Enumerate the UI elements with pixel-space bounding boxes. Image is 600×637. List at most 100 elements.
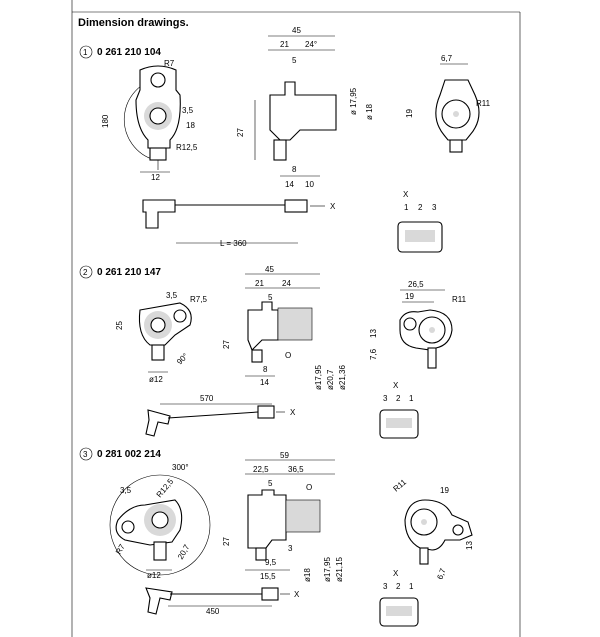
dim-left: 22,5 [253, 465, 269, 474]
variant-2-part-number: 0 261 210 147 [97, 267, 161, 278]
variant-1-index-circle [79, 45, 93, 59]
dim-b14: 14 [285, 180, 294, 189]
variant-3-part-number: 0 281 002 214 [97, 449, 161, 460]
lead-exit [427, 347, 437, 369]
connector-label: X [393, 569, 399, 578]
dim-mid: 36,5 [288, 465, 304, 474]
pin-label-1: 1 [404, 203, 409, 212]
sensor-side-small [145, 409, 171, 437]
dim-r7: R7 [164, 59, 175, 68]
dim-dia1: ø17,95 [314, 365, 323, 390]
lead-exit [449, 139, 463, 153]
pin-label-3: 3 [383, 394, 388, 403]
cable-x-label: X [330, 202, 336, 211]
lead-exit [149, 147, 167, 161]
cable [167, 411, 259, 419]
variant-3-connector: X 3 2 1 [379, 569, 419, 627]
cable-x-label: X [290, 408, 296, 417]
dim-left: 21 [280, 40, 289, 49]
dim-r11: R11 [476, 99, 491, 108]
dim-b8: 8 [292, 165, 297, 174]
mount-hole [403, 317, 417, 331]
connector-label: X [393, 381, 399, 390]
connector-label: X [403, 190, 409, 199]
sensor-barrel [286, 500, 320, 532]
sensor-housing [247, 301, 279, 351]
variant-3: 3 0 281 002 214 ø12 300° 3,5 R12,5 R7 20… [79, 447, 474, 627]
dim-five: 5 [292, 56, 297, 65]
lead-exit [255, 547, 267, 561]
variant-3-right-view: R11 19 13 6,7 [392, 477, 474, 580]
variant-3-front-view: ø12 300° 3,5 R12,5 R7 20,7 [109, 463, 211, 580]
dim-w12: 12 [151, 173, 160, 182]
pin-label-1: 1 [409, 582, 414, 591]
dim-angle: 24° [305, 40, 317, 49]
pin-label-2: 2 [418, 203, 423, 212]
dim-dia2: ø20,7 [326, 369, 335, 390]
dim-w19: 19 [440, 486, 449, 495]
variant-3-index: 3 [83, 450, 88, 459]
variant-2-right-view: 26,5 19 R11 13 7,6 [369, 280, 467, 369]
o-label: O [306, 483, 312, 492]
dim-w12: ø12 [147, 571, 161, 580]
angle-circle [109, 474, 211, 576]
pin-label-2: 2 [396, 394, 401, 403]
dim-b95: 9,5 [265, 558, 277, 567]
connector-plug [257, 405, 275, 419]
dim-cable-len: 570 [200, 394, 214, 403]
variant-2-front-view: ø12 3,5 R7,5 25 90° [115, 291, 207, 384]
connector-plug [284, 199, 308, 213]
variant-3-side-view: 59 22,5 36,5 5 O 27 3 9,5 15,5 ø18 ø17,9… [222, 451, 344, 582]
cable-x-label: X [294, 590, 300, 599]
page-title: Dimension drawings. [78, 17, 189, 29]
dim-h76: 7,6 [369, 348, 378, 360]
dim-r18: 18 [186, 121, 195, 130]
variant-1-cable-view: X L = 360 [142, 199, 336, 248]
dim-h67: 6,7 [435, 567, 447, 581]
variant-1: 1 0 261 210 104 12 R7 3,5 18 R12,5 180 4… [79, 26, 491, 253]
sensor-side-small [145, 587, 173, 615]
variant-1-connector: X 1 2 3 [397, 190, 443, 253]
dim-r125: R12,5 [155, 477, 176, 500]
mount-hole [121, 520, 135, 534]
dim-right-top: 6,7 [441, 54, 453, 63]
dim-five: 5 [268, 293, 273, 302]
dim-w12: ø12 [149, 375, 163, 384]
dim-dia2: ø21,15 [335, 557, 344, 582]
sensor-core [151, 511, 169, 529]
pin-label-3: 3 [432, 203, 437, 212]
o-label: O [285, 351, 291, 360]
dim-h27: 27 [222, 537, 231, 546]
sensor-core [150, 317, 166, 333]
dim-h27: 27 [222, 340, 231, 349]
mount-hole [452, 524, 464, 536]
variant-1-right-view: 6,7 19 R11 [405, 54, 491, 153]
dim-b8: 8 [263, 365, 268, 374]
dim-r125: R12,5 [176, 143, 198, 152]
lead-exit [251, 349, 263, 363]
dim-five: 5 [268, 479, 273, 488]
dim-r7: R7 [114, 542, 127, 556]
sensor-core [149, 107, 167, 125]
dim-b3: 3 [288, 544, 293, 553]
dim-angle: 24 [282, 279, 291, 288]
dim-r11: R11 [452, 295, 467, 304]
lead-exit [273, 139, 287, 161]
variant-2-index: 2 [83, 268, 88, 277]
sensor-housing [247, 489, 287, 549]
mount-hole [173, 309, 187, 323]
pin-label-2: 2 [396, 582, 401, 591]
connector-plug [261, 587, 279, 601]
dim-top-len: 45 [265, 265, 274, 274]
dim-w265: 26,5 [408, 280, 424, 289]
variant-2-index-circle [79, 265, 93, 279]
variant-2-connector: X 3 2 1 [379, 381, 419, 439]
lead-exit [151, 344, 165, 361]
dim-r19: 19 [405, 109, 414, 118]
dim-r35: 3,5 [182, 106, 194, 115]
dim-r75: R7,5 [190, 295, 207, 304]
dim-dia207: 20,7 [176, 543, 192, 561]
variant-1-part-number: 0 261 210 104 [97, 47, 161, 58]
dim-dia18: ø18 [303, 568, 312, 582]
